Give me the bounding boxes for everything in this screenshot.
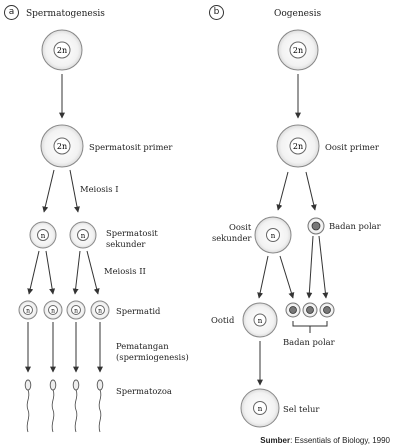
spermatid-label: Spermatid: [116, 306, 161, 316]
ootid-cell: n: [242, 302, 278, 338]
arrow: [306, 235, 314, 299]
oogenesis-panel: 2n 2n n n: [240, 29, 335, 428]
spermatozoon: [96, 379, 104, 433]
spermatid-cell: n: [43, 300, 63, 320]
arrow: [305, 171, 317, 211]
egg-cell-label: Sel telur: [283, 404, 320, 414]
secondary-spermatocyte-label: Spermatosit: [106, 228, 158, 238]
arrow: [257, 255, 269, 299]
arrow: [318, 235, 329, 299]
secondary-oocyte-label-line2: sekunder: [212, 233, 252, 243]
cell-ploidy: n: [74, 308, 78, 315]
polar-bodies-label: Badan polar: [283, 337, 335, 347]
cell-ploidy: n: [258, 317, 263, 325]
secondary-oocyte-cell: n: [254, 216, 292, 254]
cell-ploidy: n: [51, 308, 55, 315]
arrow: [45, 250, 56, 295]
primary-oocyte-cell: 2n: [276, 124, 320, 168]
arrow: [279, 255, 295, 299]
cell-ploidy: n: [81, 232, 86, 240]
cell-ploidy: n: [271, 232, 276, 240]
spermatid-cell: n: [18, 300, 38, 320]
cell-ploidy: n: [258, 405, 263, 413]
arrow: [72, 250, 81, 295]
panel-b-marker: b: [209, 5, 224, 20]
first-polar-body: [307, 217, 325, 235]
arrow: [27, 250, 40, 295]
oogenesis-title: Oogenesis: [274, 9, 322, 19]
cell-ploidy: 2n: [57, 46, 67, 55]
spermatogonium-cell: 2n: [41, 29, 83, 71]
cell-ploidy: 2n: [293, 46, 303, 55]
spermatozoon: [24, 379, 32, 433]
arrow: [276, 171, 289, 211]
secondary-spermatocyte-cell: n: [29, 221, 57, 249]
arrow: [69, 169, 80, 213]
spermatid-cell: n: [90, 300, 110, 320]
cell-ploidy: 2n: [293, 142, 303, 151]
egg-cell: n: [240, 388, 280, 428]
secondary-spermatocyte-cell: n: [69, 221, 97, 249]
primary-oocyte-label: Oosit primer: [325, 142, 379, 152]
polar-body: [285, 302, 301, 318]
spermatozoa-label: Spermatozoa: [116, 386, 172, 396]
spermatogenesis-panel: 2n 2n n n n: [18, 29, 110, 433]
secondary-oocyte-label: Oosit: [229, 222, 252, 232]
polar-body: [302, 302, 318, 318]
meiosis-1-label: Meiosis I: [80, 184, 119, 194]
primary-spermatocyte-label: Spermatosit primer: [89, 142, 173, 152]
meiosis-2-label: Meiosis II: [104, 266, 146, 276]
polar-body: [319, 302, 335, 318]
arrow: [86, 250, 100, 295]
primary-spermatocyte-cell: 2n: [40, 124, 84, 168]
polar-bodies-bracket: [292, 321, 328, 333]
spermatozoon: [72, 379, 80, 433]
source-text: : Essentials of Biology, 1990: [290, 436, 390, 445]
source-credit: Sumber: Essentials of Biology, 1990: [260, 436, 390, 445]
spermiogenesis-label: (spermiogenesis): [116, 352, 189, 362]
spermatozoon: [49, 379, 57, 433]
maturation-label: Pematangan: [116, 341, 169, 351]
secondary-spermatocyte-label-line2: sekunder: [106, 239, 146, 249]
arrow: [42, 169, 55, 213]
spermatid-cell: n: [66, 300, 86, 320]
first-polar-body-label: Badan polar: [329, 221, 381, 231]
source-label: Sumber: [260, 436, 291, 445]
oogonium-cell: 2n: [277, 29, 319, 71]
cell-ploidy: n: [41, 232, 46, 240]
panel-a-marker: a: [4, 5, 19, 20]
cell-ploidy: 2n: [57, 142, 67, 151]
spermatogenesis-title: Spermatogenesis: [26, 9, 105, 19]
cell-ploidy: n: [98, 308, 102, 315]
ootid-label: Ootid: [211, 315, 235, 325]
cell-ploidy: n: [26, 308, 30, 315]
